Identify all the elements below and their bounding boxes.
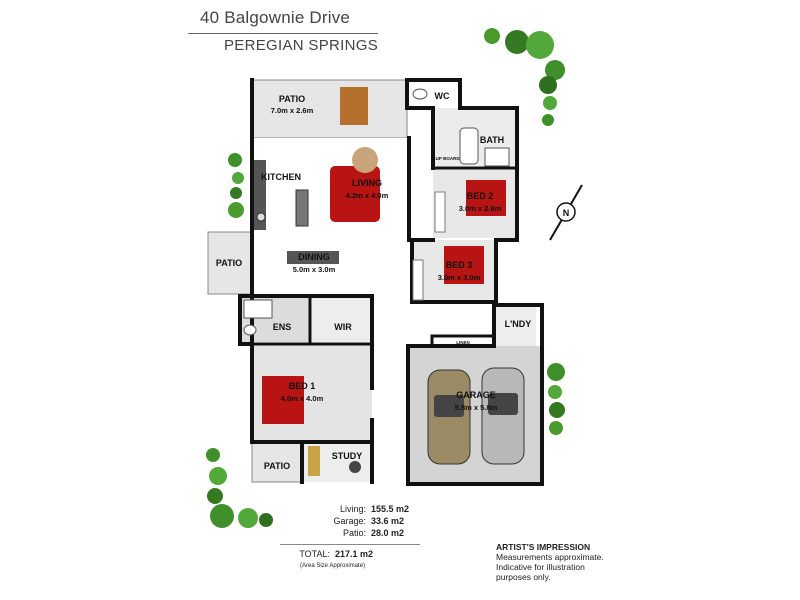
area-living-row: Living: 155.5 m2 bbox=[280, 503, 420, 515]
wardrobe-bed2 bbox=[434, 191, 446, 233]
kitchen-island bbox=[295, 189, 309, 227]
room-dining-dims: 5.0m x 3.0m bbox=[293, 265, 336, 274]
room-garage-dims: 5.8m x 5.8m bbox=[455, 403, 498, 412]
room-bed1-dims: 4.0m x 4.0m bbox=[281, 394, 324, 403]
area-patio-row: Patio: 28.0 m2 bbox=[280, 527, 420, 539]
room-bed2-name: BED 2 bbox=[467, 191, 494, 201]
walls bbox=[238, 78, 544, 486]
room-bed2-dims: 3.0m x 2.8m bbox=[459, 204, 502, 213]
cooktop-icon bbox=[256, 212, 266, 222]
area-patio-label: Patio: bbox=[342, 528, 366, 538]
dining-table-icon bbox=[287, 87, 368, 264]
patio-left-area bbox=[207, 231, 255, 295]
north-compass-icon: N bbox=[549, 184, 583, 241]
room-patio-left-name: PATIO bbox=[216, 258, 242, 268]
area-patio-value: 28.0 m2 bbox=[371, 528, 405, 538]
area-total-value: 217.1 m2 bbox=[335, 549, 374, 559]
room-patio-top-dims: 7.0m x 2.6m bbox=[271, 106, 314, 115]
shower-icon bbox=[484, 147, 510, 167]
area-garage-label: Garage: bbox=[333, 516, 366, 526]
area-note: (Area Size Approximate) bbox=[300, 563, 366, 569]
room-bed3-name: BED 3 bbox=[446, 260, 473, 270]
room-bed1-name: BED 1 bbox=[289, 381, 316, 391]
area-garage-row: Garage: 33.6 m2 bbox=[280, 515, 420, 527]
bed1-icon bbox=[262, 376, 304, 424]
artist-impression-disclaimer: ARTIST'S IMPRESSION Measurements approxi… bbox=[496, 542, 604, 582]
study-desk-icon bbox=[308, 446, 320, 476]
room-linen-name: LINEN bbox=[456, 340, 470, 345]
bed2-icon bbox=[466, 180, 506, 216]
wardrobe-bed3 bbox=[412, 259, 424, 301]
room-ens-name: ENS bbox=[273, 322, 292, 332]
study-chair-icon bbox=[349, 461, 361, 473]
toilet-icon bbox=[412, 88, 428, 100]
bathtub-icon bbox=[459, 127, 479, 165]
room-dining-name: DINING bbox=[298, 252, 330, 262]
sofa-icon bbox=[330, 166, 380, 222]
room-lndy-name: L'NDY bbox=[505, 319, 532, 329]
disclaimer-heading: ARTIST'S IMPRESSION bbox=[496, 542, 591, 552]
disclaimer-line-3: purposes only. bbox=[496, 572, 551, 582]
area-living-value: 155.5 m2 bbox=[371, 504, 410, 514]
room-bed3-dims: 3.0m x 3.0m bbox=[438, 273, 481, 282]
patio-top-area bbox=[251, 79, 408, 139]
plant-left-kitchen bbox=[228, 153, 244, 218]
property-suburb: PEREGIAN SPRINGS bbox=[224, 37, 379, 54]
bed3-icon bbox=[444, 246, 484, 284]
wir-floor bbox=[312, 298, 372, 342]
disclaimer-line-1: Measurements approximate. bbox=[496, 552, 604, 562]
disclaimer-line-2: Indicative for illustration bbox=[496, 562, 585, 572]
room-bath-name: BATH bbox=[480, 135, 504, 145]
room-kitchen-name: KITCHEN bbox=[261, 172, 301, 182]
property-address: 40 Balgownie Drive bbox=[200, 8, 351, 27]
header-divider bbox=[188, 33, 378, 34]
room-patio-bottom-name: PATIO bbox=[264, 461, 290, 471]
area-garage-value: 33.6 m2 bbox=[371, 516, 405, 526]
ensuite-shower-icon bbox=[243, 299, 273, 319]
room-wir-name: WIR bbox=[334, 322, 352, 332]
area-total-row: TOTAL: 217.1 m2 bbox=[280, 544, 420, 560]
room-study-name: STUDY bbox=[332, 451, 363, 461]
car-right-icon bbox=[481, 367, 525, 465]
toilet-ensuite-icon bbox=[243, 324, 257, 336]
room-patio-top-name: PATIO bbox=[279, 94, 305, 104]
plant-top-right bbox=[484, 28, 565, 126]
area-living-label: Living: bbox=[339, 504, 366, 514]
patio-bottom-area bbox=[251, 441, 303, 483]
coffee-table-icon bbox=[352, 147, 378, 173]
room-living-name: LIVING bbox=[352, 178, 382, 188]
plant-bottom-left bbox=[206, 448, 273, 528]
room-cupboard-name: CUP BOARD bbox=[432, 156, 460, 161]
kitchen-bench bbox=[254, 160, 266, 230]
room-wc-name: WC bbox=[435, 91, 450, 101]
area-summary: Living: 155.5 m2 Garage: 33.6 m2 Patio: … bbox=[280, 503, 420, 569]
compass-label: N bbox=[563, 208, 570, 218]
plant-right-garage bbox=[547, 363, 565, 435]
area-total-label: TOTAL: bbox=[299, 549, 330, 559]
laundry-floor bbox=[494, 305, 536, 347]
room-garage-name: GARAGE bbox=[456, 390, 496, 400]
car-left-icon bbox=[427, 369, 471, 465]
room-living-dims: 4.2m x 4.0m bbox=[346, 191, 389, 200]
